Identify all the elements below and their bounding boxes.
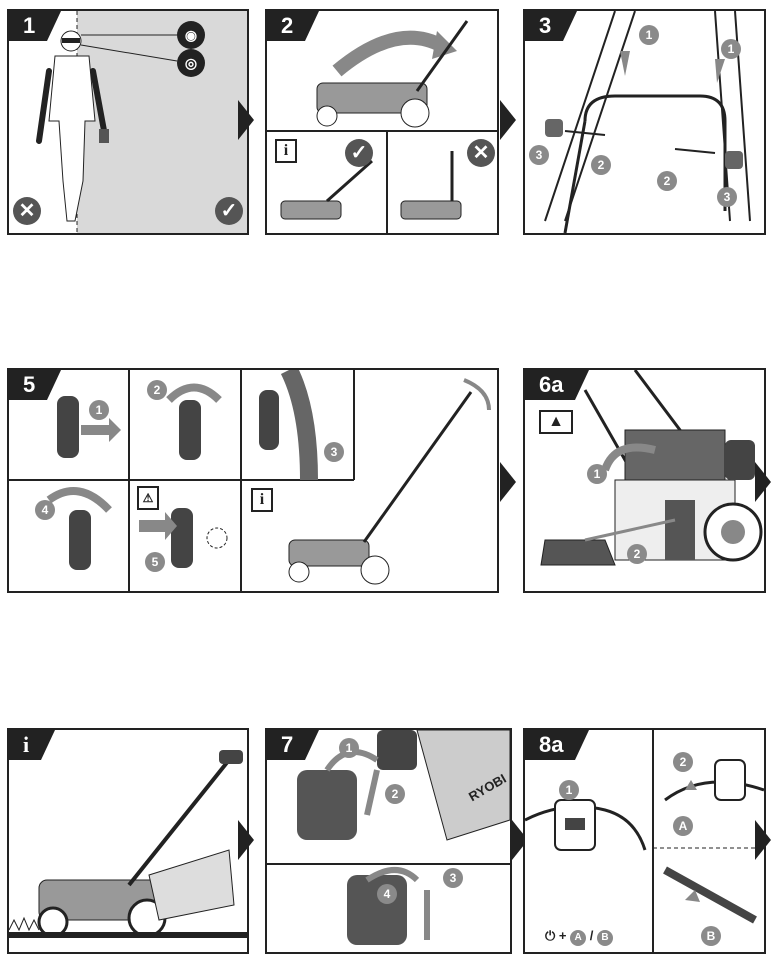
callout-badge: 2 — [673, 752, 693, 772]
panel-step-8a: 8a 1 2 A B ⏻ + A / B — [523, 728, 766, 954]
callout-badge: B — [597, 930, 614, 946]
callout-badge: A — [673, 816, 693, 836]
callout-badge: 2 — [591, 155, 611, 175]
grass-box-symbol-icon: ▲ — [539, 410, 573, 434]
callout-badge: 1 — [339, 738, 359, 758]
check-icon: ✓ — [215, 197, 243, 225]
callout-badge: 4 — [377, 884, 397, 904]
callout-badge: 1 — [559, 780, 579, 800]
callout-badge: 2 — [385, 784, 405, 804]
panel-step-6a: 6a ▲ 1 2 — [523, 368, 766, 593]
callout-badge: 1 — [587, 464, 607, 484]
callout-badge: 3 — [324, 442, 344, 462]
info-icon: i — [251, 488, 273, 512]
plus-sign: + — [558, 928, 567, 943]
step-8a-illustration — [525, 730, 764, 952]
callout-badge: B — [701, 926, 721, 946]
safety-glasses-icon: ◉ — [177, 21, 205, 49]
callout-badge: 3 — [443, 868, 463, 888]
callout-badge: 4 — [35, 500, 55, 520]
panel-step-7: 7 RYOBI 1 2 3 4 — [265, 728, 512, 954]
power-legend: ⏻ + A / B — [545, 928, 614, 946]
step-number: 8a — [525, 730, 591, 760]
ear-protection-icon: ◎ — [177, 49, 205, 77]
callout-badge: 3 — [717, 187, 737, 207]
info-illustration — [9, 750, 247, 938]
panel-info: i — [7, 728, 249, 954]
cross-icon: ✕ — [467, 139, 495, 167]
cross-icon: ✕ — [13, 197, 41, 225]
panel-step-5: 5 1 2 3 4 ⚠ 5 i — [7, 368, 499, 593]
step-2-illustration — [267, 20, 497, 233]
step-number: 2 — [267, 11, 320, 41]
step-7-illustration — [267, 730, 510, 945]
check-icon: ✓ — [345, 139, 373, 167]
callout-badge: 1 — [721, 39, 741, 59]
step-number: 7 — [267, 730, 320, 760]
callout-badge: A — [570, 930, 587, 946]
step-5-illustration — [9, 370, 491, 591]
callout-badge: 1 — [89, 400, 109, 420]
step-3-illustration — [544, 11, 751, 233]
step-number: 3 — [525, 11, 578, 41]
step-6a-illustration — [540, 370, 763, 566]
next-arrow-icon — [755, 820, 771, 860]
callout-badge: 2 — [147, 380, 167, 400]
callout-badge: 2 — [657, 171, 677, 191]
step-number: 5 — [9, 370, 62, 400]
callout-badge: 1 — [639, 25, 659, 45]
step-number: 1 — [9, 11, 62, 41]
panel-step-1: 1 ◉ ◎ ✕ ✓ — [7, 9, 249, 235]
callout-badge: 5 — [145, 552, 165, 572]
next-arrow-icon — [755, 462, 771, 502]
panel-step-3: 3 1 1 3 2 2 3 — [523, 9, 766, 235]
next-arrow-icon — [238, 820, 254, 860]
info-icon: i — [275, 139, 297, 163]
warning-icon: ⚠ — [137, 486, 159, 510]
callout-badge: 2 — [627, 544, 647, 564]
next-arrow-icon — [500, 462, 516, 502]
power-icon: ⏻ — [545, 928, 556, 943]
panel-step-2: 2 i ✓ ✕ — [265, 9, 499, 235]
next-arrow-icon — [238, 100, 254, 140]
slash-sign: / — [589, 928, 594, 943]
callout-badge: 3 — [529, 145, 549, 165]
step-1-illustration — [36, 11, 247, 233]
step-number: i — [9, 730, 56, 760]
step-number: 6a — [525, 370, 591, 400]
next-arrow-icon — [500, 100, 516, 140]
